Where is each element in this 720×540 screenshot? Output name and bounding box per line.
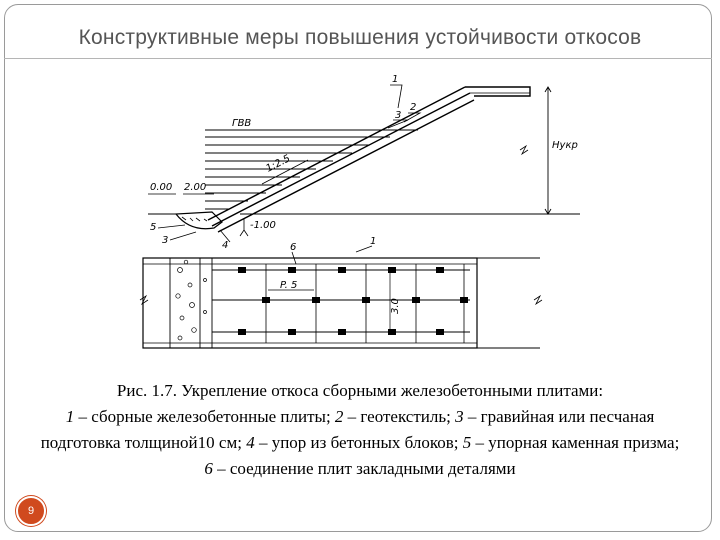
caption-num-4: 4: [246, 433, 255, 452]
crest: [465, 86, 531, 97]
label-3b: 3: [162, 235, 168, 246]
stone-prism-texture: [175, 259, 207, 341]
caption-num-5: 5: [462, 433, 472, 452]
caption-text-3: – гравийная или песчаная подготовка толщ…: [40, 407, 655, 452]
caption-text-5: – упорная каменная призма;: [471, 433, 680, 452]
label-4: 4: [222, 240, 228, 251]
plate-connectors: [238, 267, 468, 335]
label-5: 5: [150, 222, 156, 233]
caption-text-4: – упор из бетонных блоков;: [254, 433, 463, 452]
caption-title: Рис. 1.7. Укрепление откоса сборными жел…: [116, 381, 604, 400]
label-p5: P. 5: [280, 280, 297, 291]
slope-line-outer: [207, 86, 466, 221]
label-width: 2.00: [184, 182, 206, 193]
toe-prism: [174, 211, 223, 230]
page-number-badge: 9: [16, 496, 46, 526]
caption-num-2: 2: [334, 407, 344, 426]
label-level-top: 0.00: [150, 182, 172, 193]
label-2: 2: [410, 102, 416, 113]
caption-num-1: 1: [65, 407, 75, 426]
slope-line-base: [217, 99, 475, 233]
slope-line-inner: [211, 92, 471, 227]
caption-num-6: 6: [204, 459, 213, 478]
caption-text-6: – соединение плит закладными деталями: [212, 459, 516, 478]
label-3: 3: [395, 110, 401, 121]
slide-frame: [4, 4, 712, 532]
caption-num-3: 3: [455, 407, 464, 426]
caption-text-1: – сборные железобетонные плиты;: [74, 407, 335, 426]
label-1-section: 1: [392, 74, 398, 85]
water-hatching: [205, 129, 418, 210]
label-h-ukr: Hукр: [552, 140, 578, 151]
title-divider: [4, 58, 712, 59]
caption-text-2: – геотекстиль;: [343, 407, 456, 426]
label-6: 6: [290, 242, 296, 253]
label-slope: 1:2.5: [264, 153, 292, 174]
label-level-bottom: -1.00: [250, 220, 276, 231]
label-gvv: ГВВ: [232, 118, 251, 129]
slide-title: Конструктивные меры повышения устойчивос…: [78, 26, 642, 49]
label-30: 3.0: [390, 298, 401, 314]
label-1-plan: 1: [370, 236, 376, 247]
figure-caption: Рис. 1.7. Укрепление откоса сборными жел…: [40, 378, 680, 482]
